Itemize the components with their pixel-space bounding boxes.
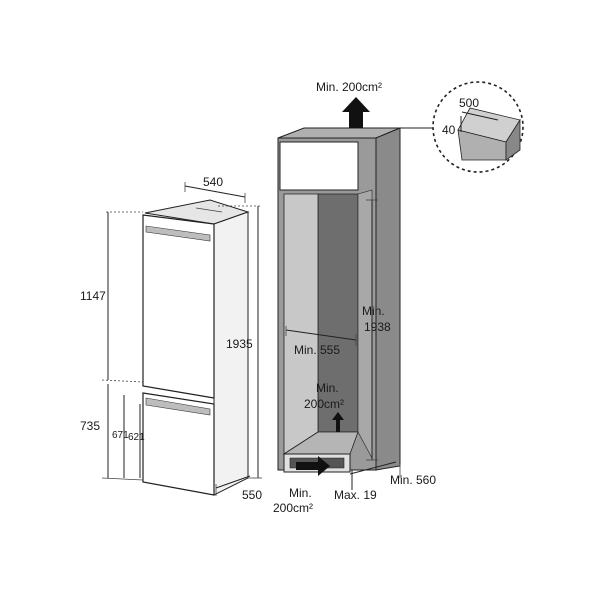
- inner-height-label-1: Min.: [362, 304, 385, 318]
- lower-height-label: 735: [80, 419, 100, 433]
- bottom-vent-label-1: Min.: [289, 486, 312, 500]
- inner-vent-arrow: [332, 412, 344, 432]
- fridge-depth-label: 550: [242, 488, 262, 502]
- cabinet-inner-left: [283, 193, 319, 455]
- detail-height-label: 40: [442, 123, 456, 137]
- lower-handle: [145, 397, 211, 416]
- lower-b-label: 621: [128, 432, 145, 443]
- cabinet: Min. 200cm² Min. 200cm² Min. 200cm² Min.…: [273, 80, 443, 515]
- inner-vent-label-1: Min.: [316, 381, 339, 395]
- fridge-width-label: 540: [203, 175, 223, 189]
- inner-vent-label-2: 200cm²: [304, 397, 344, 411]
- detail-side: [505, 118, 521, 161]
- upper-height-label: 1147: [80, 289, 106, 303]
- top-vent-label: Min. 200cm²: [316, 80, 382, 94]
- fridge-side: [213, 211, 249, 496]
- fridge-upper-door: [142, 214, 215, 399]
- lower-a-label: 671: [112, 430, 129, 441]
- upper-handle: [145, 225, 211, 242]
- inner-height-label-2: 1938: [364, 320, 391, 334]
- total-height-label: 1935: [226, 337, 253, 351]
- cabinet-depth-label: Min. 560: [390, 473, 436, 487]
- plinth-label: Max. 19: [334, 488, 377, 502]
- bottom-vent-arrow: [296, 456, 330, 476]
- top-vent-arrow: [342, 97, 370, 128]
- inner-width-label: Min. 555: [294, 343, 340, 357]
- cabinet-side: [375, 127, 401, 471]
- fridge-lower-door: [142, 392, 215, 496]
- cabinet-upper-panel: [279, 141, 359, 191]
- detail-callout: 500 40: [432, 81, 524, 173]
- refrigerator: 540 1147 735 671 621 1935 550: [80, 175, 262, 502]
- bottom-vent-label-2: 200cm²: [273, 501, 313, 515]
- detail-width-label: 500: [459, 96, 479, 110]
